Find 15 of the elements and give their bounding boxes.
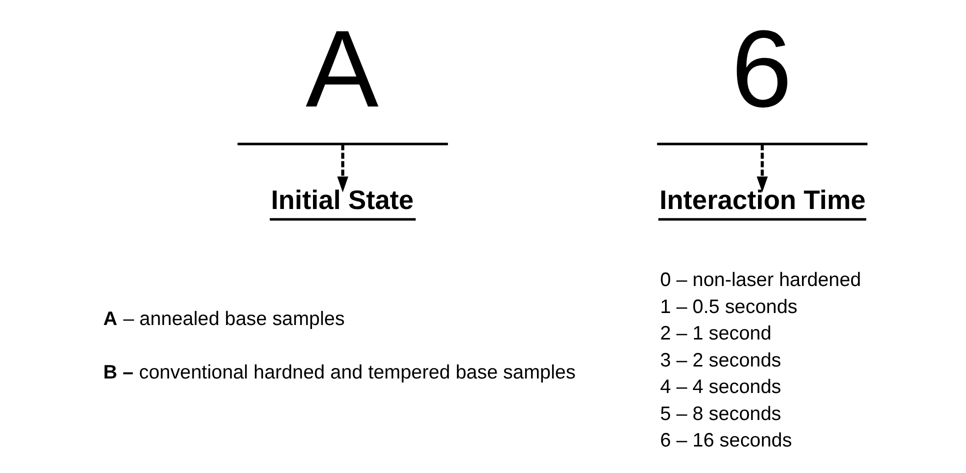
node-text: Initial State: [270, 184, 414, 215]
label: 5 – 8 seconds: [660, 402, 781, 424]
label: B – conventional hardned and tempered base samples: [102, 360, 576, 383]
label: 1 – 0.5 seconds: [660, 295, 797, 318]
label: 2 – 1 second: [660, 322, 771, 344]
label: A – annealed base samples: [102, 307, 344, 330]
label: 4 – 4 seconds: [660, 376, 781, 398]
label: 3 – 2 seconds: [660, 348, 781, 371]
arrow: [756, 144, 768, 192]
node-text: 6: [730, 8, 792, 130]
label: 6 – 16 seconds: [660, 429, 792, 452]
label: 0 – non-laser hardened: [660, 268, 861, 291]
node-text: A: [305, 8, 378, 130]
arrow: [336, 144, 348, 192]
node-text: Interaction Time: [659, 184, 866, 215]
